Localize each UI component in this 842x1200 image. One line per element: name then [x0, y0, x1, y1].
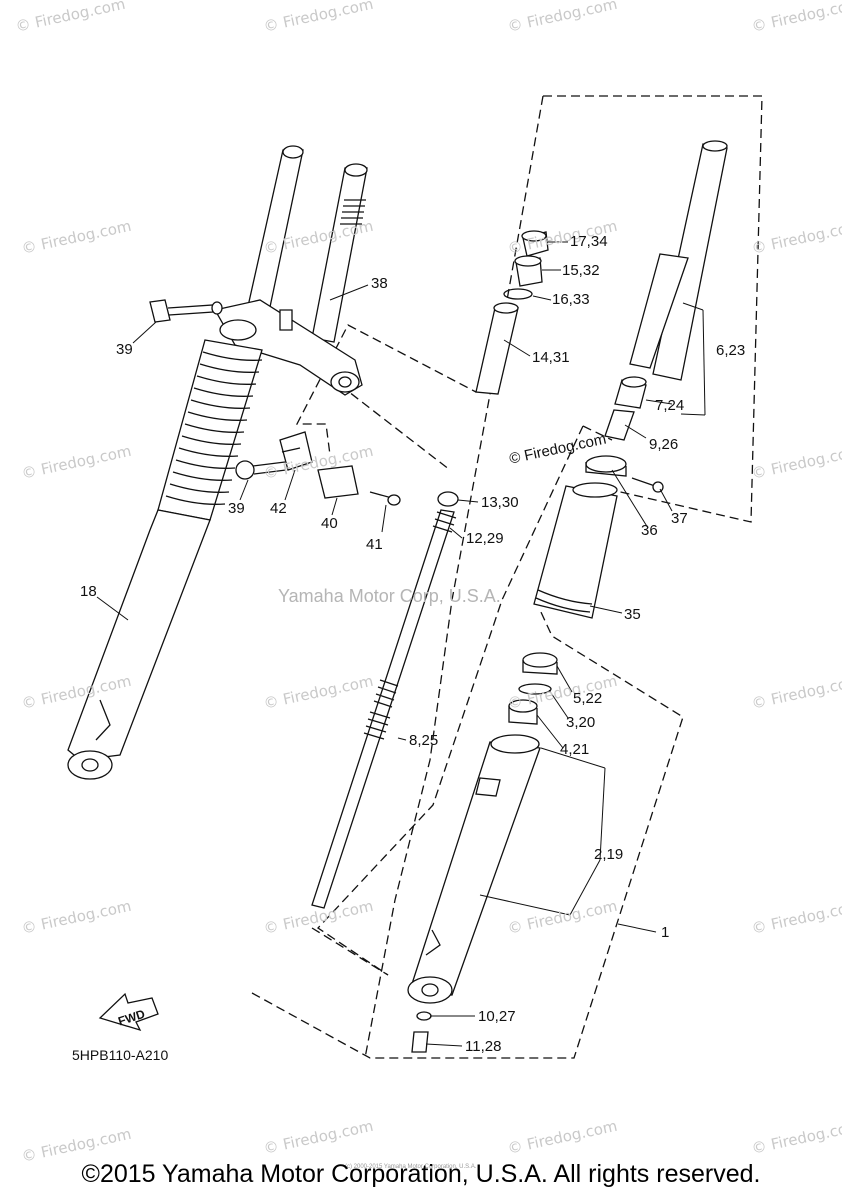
callout-40: 40: [321, 515, 338, 532]
callout-14-31: 14,31: [532, 349, 570, 366]
callout-13-30: 13,30: [481, 494, 519, 511]
callout-5-22: 5,22: [573, 690, 603, 707]
callout-10-27: 10,27: [478, 1008, 516, 1025]
dashed-link-lower-left: [311, 927, 389, 976]
callout-39-lower: 39: [228, 500, 245, 517]
dashed-outline-upper-right: [543, 95, 763, 523]
guide-parts: [235, 431, 401, 506]
callout-15-32: 15,32: [562, 262, 600, 279]
callout-17-34: 17,34: [570, 233, 608, 250]
diagram-code: 5HPB110-A210: [72, 1047, 169, 1063]
callout-1: 1: [661, 924, 670, 941]
center-watermark: Yamaha Motor Corp, U.S.A.: [278, 586, 501, 606]
callout-38: 38: [371, 275, 388, 292]
callout-3-20: 3,20: [566, 714, 596, 731]
callout-12-29: 12,29: [466, 530, 504, 547]
callout-8-25: 8,25: [409, 732, 439, 749]
dashed-outline-main: [364, 95, 544, 1059]
callout-36: 36: [641, 522, 658, 539]
callout-37: 37: [671, 510, 688, 527]
callout-41: 41: [366, 536, 383, 553]
callout-35: 35: [624, 606, 641, 623]
callout-6-23: 6,23: [716, 342, 746, 359]
tiny-copyright: (c) 2000-2015 Yamaha Motor Corporation, …: [345, 1164, 477, 1170]
fwd-arrow: FWD: [98, 992, 159, 1032]
copyright-footer: ©2015 Yamaha Motor Corporation, U.S.A. A…: [81, 1160, 761, 1188]
callout-18: 18: [80, 583, 97, 600]
callout-39-top: 39: [116, 341, 133, 358]
callout-42: 42: [270, 500, 287, 517]
callout-2-19: 2,19: [594, 846, 624, 863]
leader-lines: [96, 241, 706, 1047]
damper-rod: [311, 491, 459, 909]
exploded-parts: [407, 140, 728, 1053]
dashed-outline-inner: [317, 425, 584, 976]
callout-16-33: 16,33: [552, 291, 590, 308]
callout-9-26: 9,26: [649, 436, 679, 453]
dashed-outline-bottom: [251, 609, 684, 1059]
assembled-fork: [67, 145, 368, 780]
callout-7-24: 7,24: [655, 397, 685, 414]
callout-11-28: 11,28: [465, 1038, 502, 1055]
dashed-link-pipe: [339, 384, 451, 471]
dashed-outline-lower: [582, 425, 613, 441]
callout-4-21: 4,21: [560, 741, 590, 758]
